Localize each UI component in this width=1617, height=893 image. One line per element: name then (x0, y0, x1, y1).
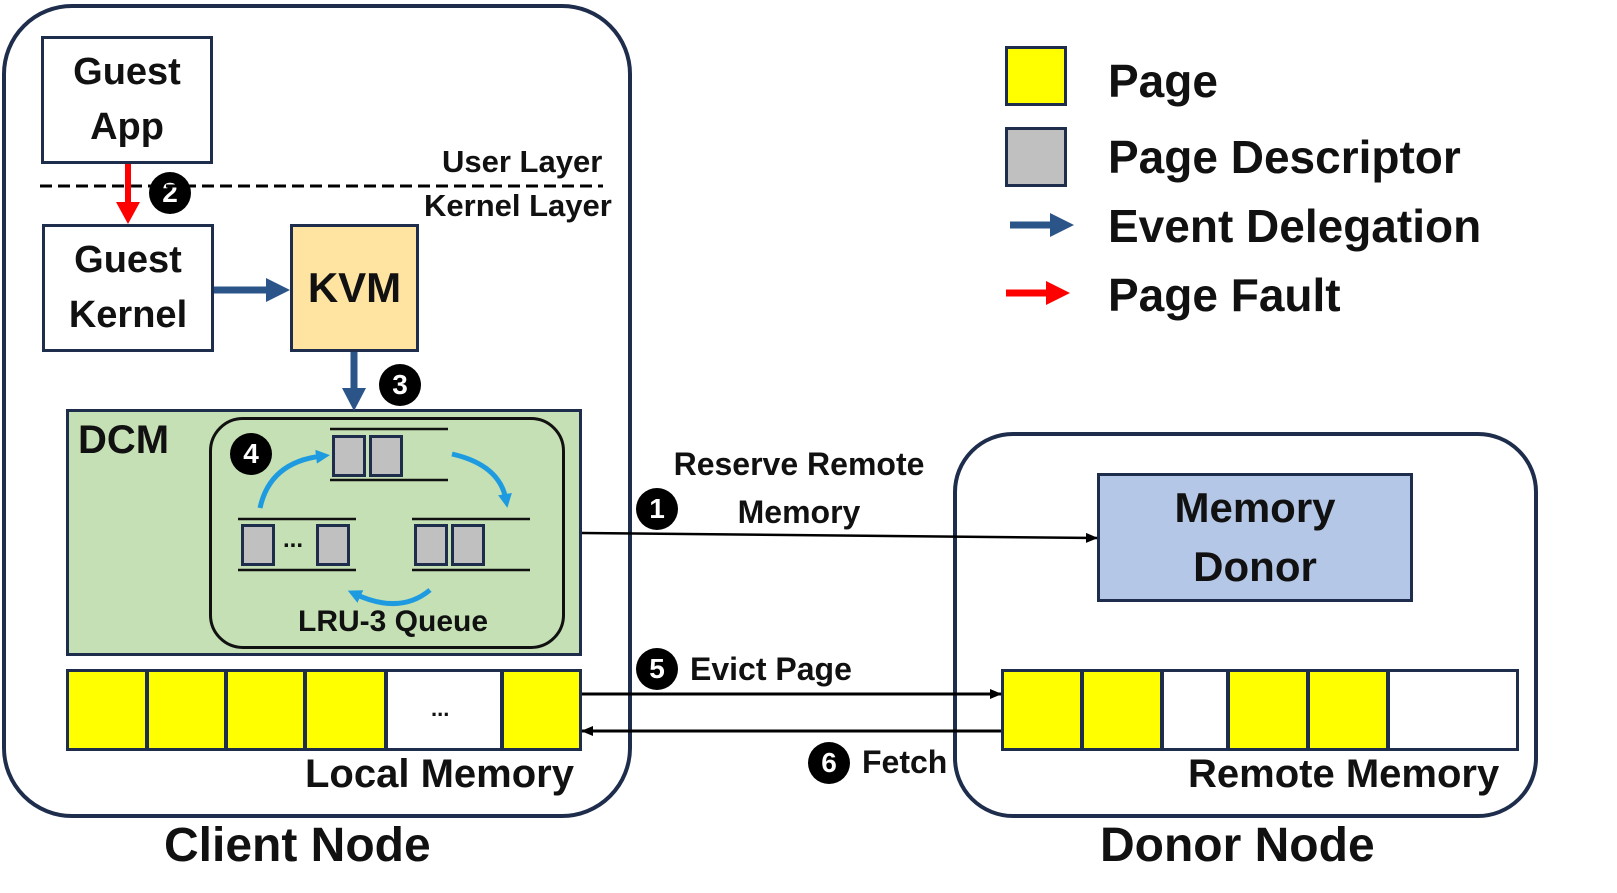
lru-cycle-arrow (257, 449, 330, 509)
legend-fault-arrowhead (1046, 281, 1070, 305)
page-descriptor (369, 435, 403, 477)
page-descriptor (451, 524, 485, 566)
memory-donor-box: Memory Donor (1097, 473, 1413, 602)
step-3-badge: 3 (379, 364, 421, 406)
lru-queue-label: LRU-3 Queue (298, 605, 489, 638)
donor-node-title: Donor Node (1100, 819, 1375, 872)
legend-page-swatch (1005, 46, 1067, 106)
memory-donor-label: Memory Donor (1174, 483, 1336, 590)
remote-page (1227, 669, 1309, 751)
kvm-to-dcm-arrowhead (342, 388, 366, 411)
lru-cycle-arrow (451, 451, 512, 508)
queue-ellipsis: ... (283, 526, 304, 553)
guest-kernel-box: Guest Kernel (42, 224, 214, 352)
legend-event-arrowhead (1050, 213, 1074, 237)
kernel-to-kvm-arrowhead (266, 278, 290, 302)
remote-page-empty (1387, 669, 1519, 751)
step-4-badge: 4 (230, 433, 272, 475)
dcm-label: DCM (78, 418, 170, 462)
legend-event-delegation-label: Event Delegation (1108, 200, 1482, 252)
page-descriptor (241, 524, 275, 566)
page-descriptor (332, 435, 366, 477)
evict-page-label: Evict Page (690, 651, 852, 687)
guest-app-label: Guest App (73, 50, 181, 148)
step-1-badge: 1 (636, 488, 678, 530)
page-descriptor (414, 524, 448, 566)
remote-memory-label: Remote Memory (1188, 752, 1500, 796)
legend-page-label: Page (1108, 55, 1218, 107)
page-descriptor (316, 524, 350, 566)
page-fault-arrowhead (116, 202, 140, 224)
local-memory-label: Local Memory (305, 752, 574, 796)
legend-descriptor-label: Page Descriptor (1108, 131, 1461, 183)
lru-queue-container (209, 417, 565, 649)
local-page (146, 669, 227, 751)
guest-kernel-label: Guest Kernel (68, 238, 188, 336)
guest-app-box: Guest App (41, 36, 213, 164)
lru-cycle-arrow (347, 588, 432, 606)
kvm-box: KVM (290, 224, 419, 352)
legend-page-fault-label: Page Fault (1108, 269, 1341, 321)
user-layer-label: User Layer (442, 144, 603, 179)
step-5-badge: 5 (636, 648, 678, 690)
reserve-remote-memory-label: Reserve Remote Memory (673, 446, 925, 530)
local-page (66, 669, 148, 751)
client-node-title: Client Node (164, 819, 431, 872)
kvm-label: KVM (307, 264, 402, 311)
kernel-layer-label: Kernel Layer (424, 188, 612, 223)
step-6-badge: 6 (808, 742, 850, 784)
reserve-arrow (581, 531, 1098, 543)
local-memory-ellipsis: ... (431, 696, 450, 721)
legend-descriptor-swatch (1005, 127, 1067, 187)
fetch-label: Fetch (862, 744, 948, 780)
remote-page (1307, 669, 1389, 751)
local-page (501, 669, 582, 751)
